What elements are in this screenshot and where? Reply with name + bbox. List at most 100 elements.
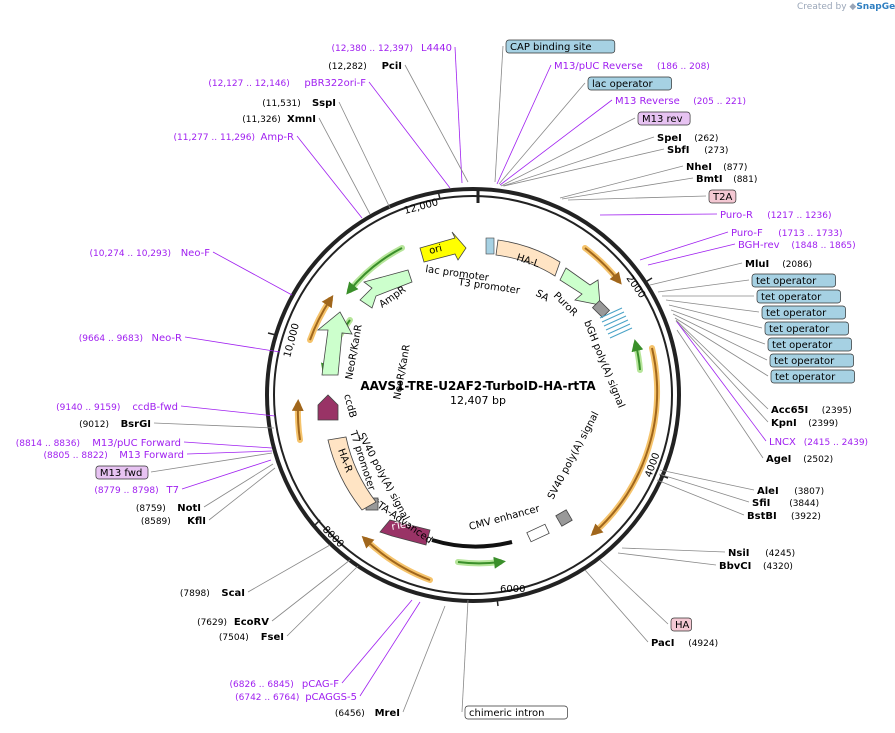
- label-text: tet operator: [772, 340, 833, 351]
- feature-label-tet-operator[interactable]: tet operator: [770, 369, 855, 384]
- ampr-arrow: [359, 269, 413, 309]
- label-text: ccdB-fwd: [132, 402, 178, 413]
- label-position: (11,326): [242, 115, 281, 125]
- feature-ha-r[interactable]: HA-R: [327, 436, 377, 511]
- primer-m13-rev[interactable]: M13 rev: [637, 111, 691, 126]
- primer-m13-forward[interactable]: M13 Forward(8805 .. 8822): [44, 450, 184, 461]
- primer-t7[interactable]: T7(8779 .. 8798): [94, 485, 179, 496]
- feature-bgh-box: [591, 299, 611, 319]
- primer-lncx[interactable]: LNCX(2415 .. 2439): [769, 437, 868, 448]
- enzyme-site-kfli[interactable]: KflI(8589): [141, 516, 206, 527]
- enzyme-site-kpni[interactable]: KpnI(2399): [771, 418, 838, 429]
- feature-label-ha[interactable]: HA: [670, 617, 692, 632]
- enzyme-site-mlui[interactable]: MluI(2086): [745, 259, 812, 270]
- enzyme-site-sbfi[interactable]: SbfI(273): [667, 145, 728, 156]
- label-position: (2502): [803, 455, 833, 465]
- feature-label-tet-operator[interactable]: tet operator: [764, 321, 849, 336]
- primer-puro-f[interactable]: Puro-F(1713 .. 1733): [731, 228, 842, 239]
- primer-m13-reverse[interactable]: M13 Reverse(205 .. 221): [615, 96, 746, 107]
- primer-pbr322ori-f[interactable]: pBR322ori-F(12,127 .. 12,146): [208, 78, 366, 89]
- label-text: tet operator: [756, 276, 817, 287]
- primer-ccdb-fwd[interactable]: ccdB-fwd (9140 .. 9159): [56, 402, 178, 413]
- label-box: [764, 321, 849, 336]
- leader-line: [318, 117, 371, 215]
- label-position: (7898): [180, 589, 210, 599]
- feature-label-tet-operator[interactable]: tet operator: [751, 273, 836, 288]
- label-position: (9140 .. 9159): [56, 403, 120, 413]
- feature-label-tet-operator[interactable]: tet operator: [756, 289, 841, 304]
- enzyme-site-bbvci[interactable]: BbvCI(4320): [719, 561, 793, 572]
- enzyme-site-sspi[interactable]: SspI(11,531): [262, 98, 336, 109]
- feature-neor-1[interactable]: NeoR/KanR: [316, 311, 365, 381]
- enzyme-site-bmti[interactable]: BmtI(881): [696, 174, 757, 185]
- primer-m13-puc-reverse[interactable]: M13/pUC Reverse(186 .. 208): [554, 61, 710, 72]
- enzyme-site-ecorv[interactable]: EcoRV(7629): [197, 617, 269, 628]
- leader-line: [675, 320, 769, 423]
- label-position: (8805 .. 8822): [44, 451, 108, 461]
- leader-line: [657, 279, 750, 293]
- enzyme-site-paci[interactable]: PacI(4924): [651, 638, 718, 649]
- primer-pcaggs-5[interactable]: pCAGGS-5(6742 .. 6764): [235, 692, 357, 703]
- feature-label-cap-binding-site[interactable]: CAP binding site: [505, 39, 616, 54]
- primer-neo-r[interactable]: Neo-R(9664 .. 9683): [79, 333, 182, 344]
- feature-label-tet-operator[interactable]: tet operator: [769, 353, 854, 368]
- label-text: ScaI: [221, 588, 245, 599]
- enzyme-site-alei[interactable]: AleI(3807): [757, 486, 824, 497]
- primer-puro-r[interactable]: Puro-R(1217 .. 1236): [720, 210, 831, 221]
- label-text: SspI: [312, 98, 336, 109]
- feature-ccdb[interactable]: ccdB: [317, 393, 358, 421]
- enzyme-site-bsrgi[interactable]: BsrGI(9012): [79, 419, 151, 430]
- enzyme-site-mrei[interactable]: MreI(6456): [335, 708, 400, 719]
- label-text: NheI: [686, 162, 712, 173]
- ccdb-label: ccdB: [341, 393, 358, 419]
- enzyme-site-agei[interactable]: AgeI(2502): [766, 454, 833, 465]
- feature-ha-l[interactable]: HA-L: [495, 239, 561, 277]
- enzyme-site-nhei[interactable]: NheI(877): [686, 162, 747, 173]
- enzyme-site-bstbi[interactable]: BstBI(3922): [747, 511, 821, 522]
- feature-label-chimeric-intron[interactable]: chimeric intron: [464, 705, 568, 720]
- feature-label-tet-operator[interactable]: tet operator: [761, 305, 846, 320]
- label-position: (10,274 .. 10,293): [90, 249, 171, 259]
- primer-m13-fwd[interactable]: M13 fwd: [95, 465, 149, 480]
- leader-line: [181, 459, 272, 490]
- feature-t3-promoter: T3 promoter: [457, 277, 522, 297]
- ha-l-arrow: [495, 239, 561, 277]
- feature-puror[interactable]: PuroR: [551, 267, 601, 319]
- label-text: pBR322ori-F: [304, 78, 366, 89]
- enzyme-site-acc65i[interactable]: Acc65I(2395): [771, 405, 852, 416]
- primer-pcag-f[interactable]: pCAG-F(6826 .. 6845): [230, 679, 340, 690]
- label-position: (3807): [794, 487, 824, 497]
- puror-arrow: [559, 267, 601, 306]
- label-text: tet operator: [774, 356, 835, 367]
- tet-operator-stack: [599, 307, 633, 339]
- neor-1-arrow: [316, 311, 353, 376]
- feature-ori[interactable]: ori: [419, 231, 467, 263]
- feature-rtetr[interactable]: rTetR: [379, 518, 431, 546]
- primer-amp-r[interactable]: Amp-R(11,277 .. 11,296): [174, 132, 294, 143]
- enzyme-site-xmni[interactable]: XmnI(11,326): [242, 114, 316, 125]
- primer-bgh-rev[interactable]: BGH-rev(1848 .. 1865): [738, 240, 856, 251]
- label-text: SpeI: [657, 133, 682, 144]
- enzyme-site-fsei[interactable]: FseI(7504): [219, 632, 284, 643]
- feature-label-tet-operator[interactable]: tet operator: [767, 337, 852, 352]
- label-text: tet operator: [761, 292, 822, 303]
- label-text: L4440: [421, 43, 452, 54]
- enzyme-site-noti[interactable]: NotI(8759): [136, 503, 201, 514]
- label-text: M13/pUC Forward: [92, 438, 181, 449]
- feature-label-t2a[interactable]: T2A: [708, 189, 737, 204]
- feature-ampr[interactable]: AmpR: [359, 269, 413, 310]
- primer-l4440[interactable]: L4440(12,380 .. 12,397): [332, 43, 452, 54]
- tick-8000: [313, 519, 321, 527]
- enzyme-site-nsii[interactable]: NsiI(4245): [728, 548, 795, 559]
- primer-m13-puc-forward[interactable]: M13/pUC Forward(8814 .. 8836): [16, 438, 181, 449]
- leader-line: [203, 463, 274, 508]
- primer-neo-f[interactable]: Neo-F(10,274 .. 10,293): [90, 248, 211, 259]
- label-position: (3922): [791, 512, 821, 522]
- enzyme-site-pcii[interactable]: PciI(12,282): [328, 61, 402, 72]
- enzyme-site-spei[interactable]: SpeI(262): [657, 133, 718, 144]
- enzyme-site-sfii[interactable]: SfiI(3844): [752, 498, 819, 509]
- enzyme-site-scai[interactable]: ScaI (7898): [180, 588, 245, 599]
- leader-line: [675, 319, 769, 410]
- backbone-outer-ring: [265, 187, 681, 603]
- feature-label-lac-operator[interactable]: lac operator: [587, 76, 672, 91]
